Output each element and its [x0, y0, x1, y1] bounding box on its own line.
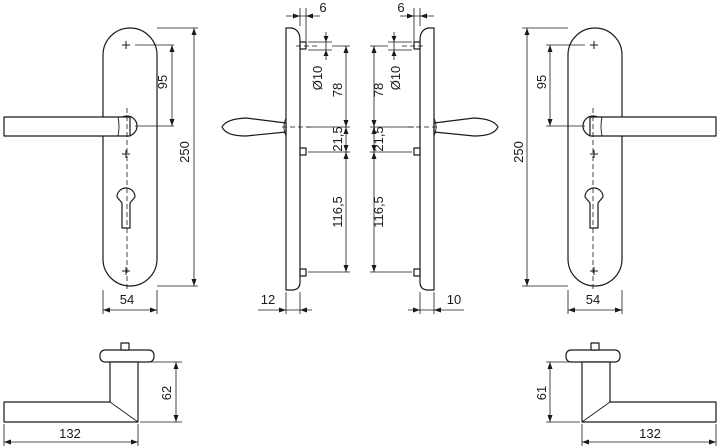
plan-rose-left: [99, 349, 155, 363]
stud-mid-right: [413, 147, 421, 156]
label-78-left: 78: [330, 83, 345, 97]
dim-95-right: [546, 44, 585, 127]
stud-top-left: [299, 41, 307, 50]
backplate-left: [102, 27, 158, 287]
label-78-right: 78: [371, 83, 386, 97]
label-132-right: 132: [639, 426, 661, 441]
cylinder-keyhole-left: [116, 187, 136, 229]
dim-62-left: [140, 361, 182, 423]
side-view-left: [221, 27, 318, 291]
label-54-right: 54: [586, 292, 600, 307]
side-plate-right: [419, 27, 435, 291]
dim-61-right: [546, 361, 580, 423]
label-10-right: 10: [447, 292, 461, 307]
side-lever-right: [433, 117, 499, 137]
plan-lever-left: [3, 361, 139, 423]
label-250-left: 250: [177, 141, 192, 163]
plan-lever-right: [581, 361, 717, 423]
label-6-left: 6: [319, 0, 326, 15]
plan-view-left: [3, 342, 155, 423]
label-132-left: 132: [59, 426, 81, 441]
screw-mark-bottom-left: [122, 267, 130, 275]
front-view-right: [567, 27, 717, 290]
screw-mark-top-left: [122, 41, 130, 49]
dim-250-left: [157, 27, 198, 287]
cylinder-keyhole-right: [584, 187, 604, 229]
label-21-5-left: 21,5: [330, 126, 345, 151]
dim-250-right: [522, 27, 568, 287]
label-116-5-left: 116,5: [330, 196, 345, 228]
dim-54-left: [102, 290, 158, 314]
label-54-left: 54: [120, 292, 134, 307]
side-view-right: [402, 27, 499, 291]
plan-spindle-right: [590, 342, 600, 351]
dim-132-right: [581, 424, 717, 446]
screw-mark-top-right: [590, 41, 598, 49]
screw-mark-mid-right: [590, 150, 598, 158]
plan-lever-bevel-right: [581, 401, 611, 423]
label-dia10-right: Ø10: [388, 66, 403, 91]
dim-dia10-right: [388, 32, 412, 60]
label-12-left: 12: [261, 292, 275, 307]
lever-collar-left: [117, 116, 120, 137]
stud-bottom-right: [413, 268, 421, 277]
stud-mid-left: [299, 147, 307, 156]
dim-10-right: [408, 292, 464, 314]
label-95-right: 95: [534, 75, 549, 89]
plan-view-right: [565, 342, 717, 423]
plan-spindle-left: [120, 342, 130, 351]
dim-chain-right: [370, 45, 414, 273]
backplate-right: [567, 27, 623, 287]
plan-lever-bevel-left: [109, 401, 139, 423]
dim-54-right: [567, 290, 623, 314]
label-6-right: 6: [397, 0, 404, 15]
lever-collar-right: [600, 116, 603, 137]
stud-top-right: [413, 41, 421, 50]
dim-dia10-left: [308, 32, 332, 60]
dim-12-left: [258, 292, 312, 314]
label-21-5-right: 21,5: [371, 126, 386, 151]
label-dia10-left: Ø10: [310, 66, 325, 91]
screw-mark-mid-left: [122, 150, 130, 158]
front-view-left: [3, 27, 158, 290]
lever-left: [3, 116, 131, 137]
screw-mark-bottom-right: [590, 267, 598, 275]
side-plate-left: [285, 27, 301, 291]
lever-right: [589, 116, 717, 137]
label-250-right: 250: [511, 141, 526, 163]
label-116-5-right: 116,5: [371, 196, 386, 228]
dim-132-left: [3, 424, 139, 446]
stud-bottom-left: [299, 268, 307, 277]
dim-6-right: [400, 8, 434, 44]
dim-chain-left: [306, 45, 350, 273]
side-lever-left: [221, 117, 287, 137]
label-61-right: 61: [534, 386, 549, 400]
dim-6-left: [286, 8, 320, 44]
dim-95-left: [135, 44, 175, 127]
label-62-left: 62: [159, 386, 174, 400]
label-95-left: 95: [155, 75, 170, 89]
plan-rose-right: [565, 349, 621, 363]
